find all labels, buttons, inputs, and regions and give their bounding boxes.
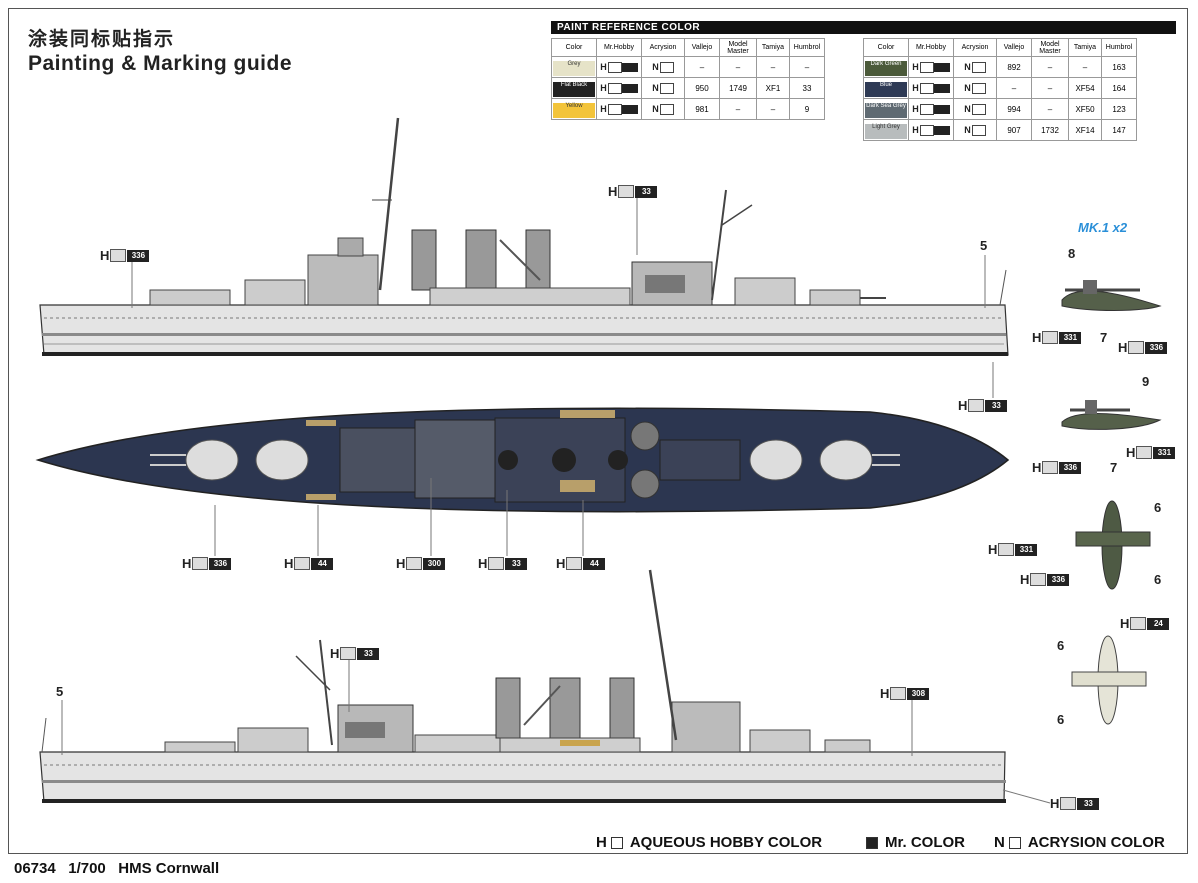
paint-reference-table: PAINT REFERENCE COLOR [551, 21, 1176, 34]
plan-view [35, 407, 1010, 513]
title-english: Painting & Marking guide [28, 52, 293, 75]
part-index-number: 5 [980, 238, 988, 253]
part-index-number: 9 [1142, 374, 1150, 389]
title-chinese: 涂装同标贴指示 [28, 28, 176, 50]
part-index-number: 6 [1057, 712, 1065, 727]
color-swatch: Light Grey [865, 124, 907, 139]
kit-name: HMS Cornwall [118, 860, 220, 877]
side-profile-port [39, 569, 1006, 803]
part-index-number: 7 [1100, 330, 1108, 345]
aircraft-walrus-1 [1061, 280, 1162, 311]
acrysion-swatch-icon [1008, 836, 1021, 849]
part-index-number: 8 [1068, 246, 1076, 261]
part-index-number: 7 [1110, 460, 1118, 475]
color-swatch: Flat Black [553, 82, 595, 97]
color-swatch: Dark Sea Grey [865, 103, 907, 118]
part-index-number: 6 [1057, 638, 1065, 653]
part-index-number: 6 [1154, 500, 1162, 515]
color-swatch: Dark Green [865, 61, 907, 76]
color-swatch: Grey [553, 61, 595, 76]
part-index-number: 6 [1154, 572, 1162, 587]
page-frame [8, 8, 1188, 854]
aircraft-label: MK.1 x2 [1078, 220, 1128, 235]
side-profile-starboard [39, 117, 1009, 356]
paint-col-header: Model Master [719, 38, 757, 57]
mr-color-swatch-icon [866, 836, 878, 849]
aircraft-walrus-top [1075, 500, 1151, 590]
footer: 06734 1/700 HMS Cornwall [14, 860, 219, 877]
aircraft-walrus-2 [1061, 400, 1162, 430]
kit-code: 06734 [14, 860, 56, 877]
kit-scale: 1/700 [68, 860, 106, 877]
color-swatch: Yellow [553, 103, 595, 118]
paint-table-title: PAINT REFERENCE COLOR [551, 21, 1176, 34]
aqueous-swatch-icon [610, 836, 623, 849]
part-index-number: 5 [56, 684, 64, 699]
color-swatch: Blue [865, 82, 907, 97]
aircraft-walrus-bottom [1071, 635, 1147, 725]
legend-mr-color: Mr. COLOR [866, 834, 965, 851]
paint-col-header: Humbrol [789, 38, 825, 57]
